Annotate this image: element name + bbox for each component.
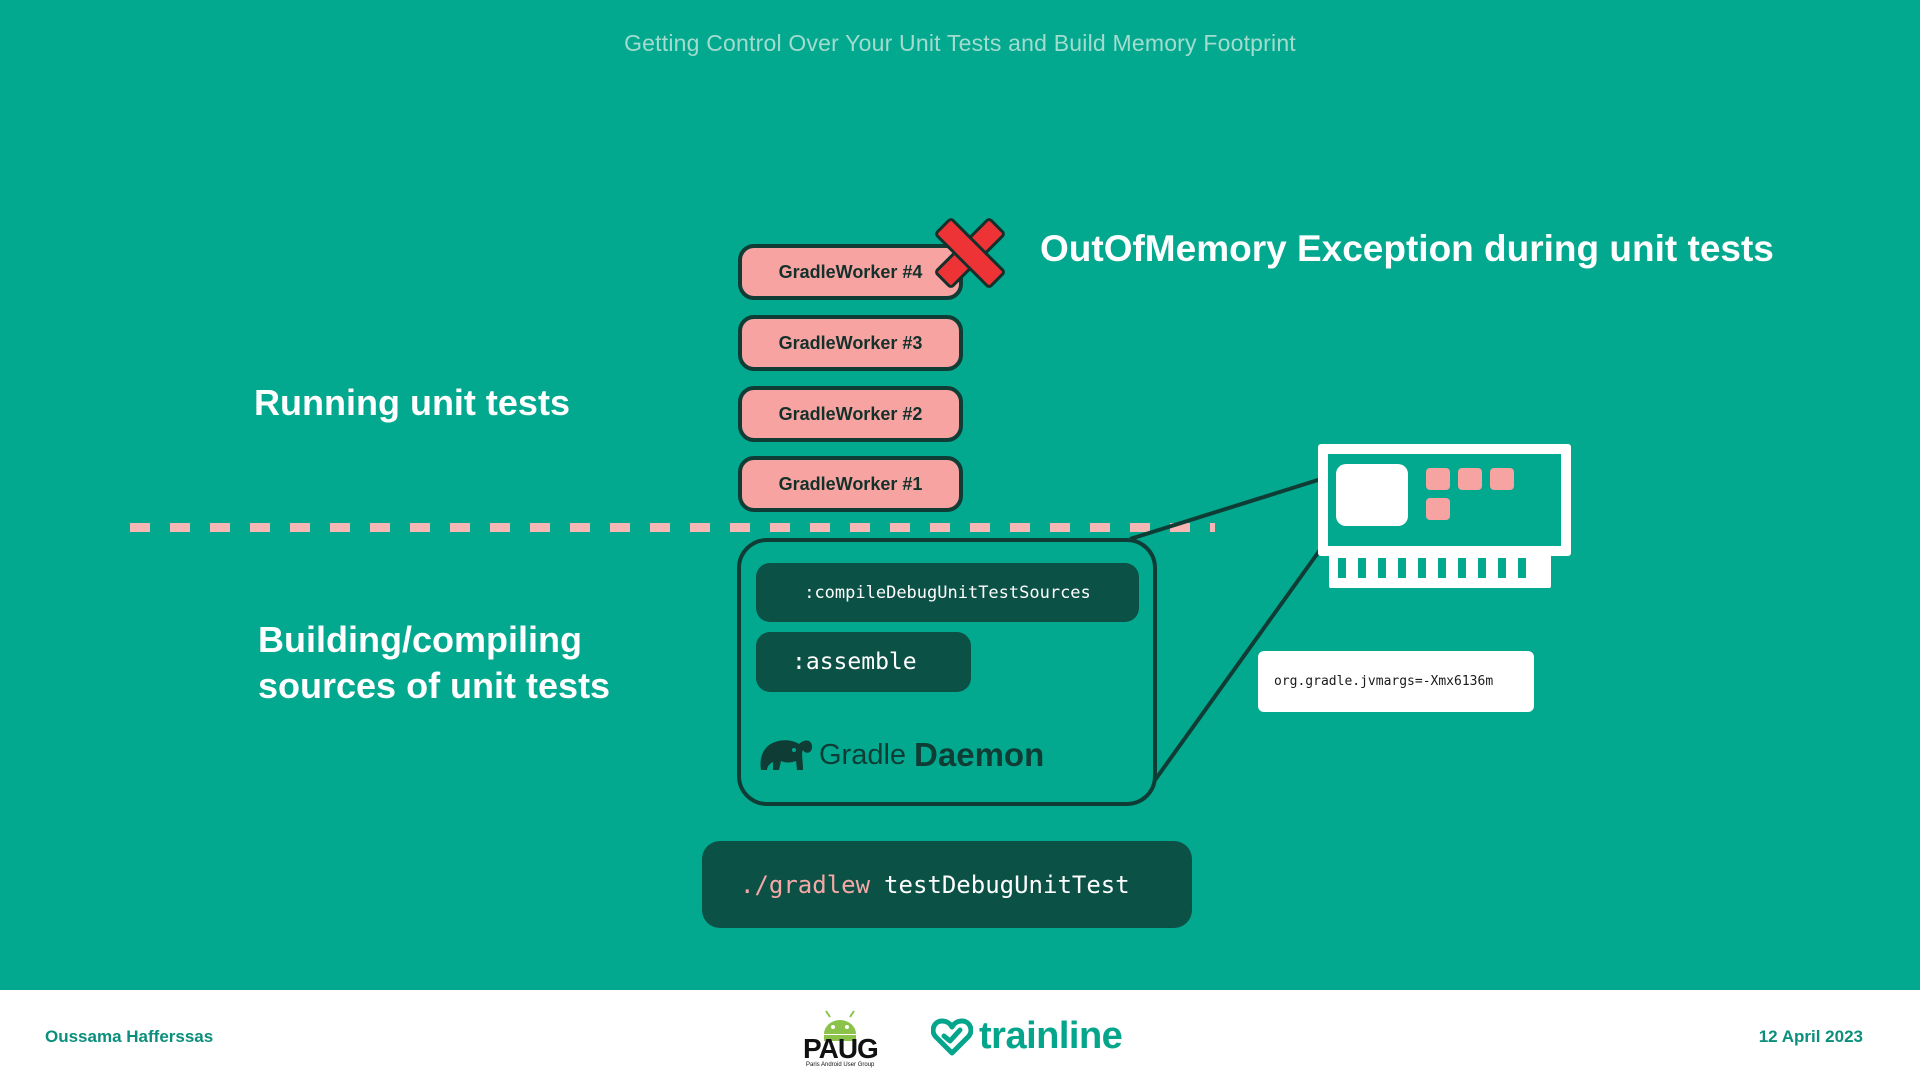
ram-chip-icon <box>1318 444 1571 588</box>
section-label-running: Running unit tests <box>254 382 570 423</box>
paug-logo-text: PAUG <box>803 1033 879 1064</box>
paug-android-icon <box>824 1010 856 1041</box>
command-prefix: ./gradlew <box>740 870 871 899</box>
gradle-worker-3: GradleWorker #3 <box>738 315 963 371</box>
presentation-date: 12 April 2023 <box>1758 1027 1863 1046</box>
gradle-daemon-box <box>737 538 1157 806</box>
trainline-heart-icon <box>931 1018 973 1055</box>
oom-exception-title: OutOfMemory Exception during unit tests <box>1040 228 1774 269</box>
task-compile-debug-unit-test-sources: :compileDebugUnitTestSources <box>756 563 1139 622</box>
daemon-logo-text: Daemon <box>914 736 1045 773</box>
gradle-elephant-icon <box>760 740 813 770</box>
command-args: testDebugUnitTest <box>884 870 1130 899</box>
gradle-logo-text: Gradle <box>819 739 907 771</box>
footer-bar <box>0 990 1920 1080</box>
gradle-worker-2: GradleWorker #2 <box>738 386 963 442</box>
section-label-building-line2: sources of unit tests <box>258 665 611 706</box>
gradlew-command: ./gradlew testDebugUnitTest <box>702 841 1192 928</box>
slide-title: Getting Control Over Your Unit Tests and… <box>624 30 1296 56</box>
trainline-logo: trainline <box>931 1015 1123 1058</box>
section-label-building-line1: Building/compiling <box>258 619 582 660</box>
failure-x-icon <box>935 218 1005 288</box>
gradle-daemon-logo: Gradle Daemon <box>757 730 1044 772</box>
paug-logo-subtext: Paris Android User Group <box>806 1062 875 1068</box>
gradle-worker-4: GradleWorker #4 <box>738 244 963 300</box>
trainline-logo-text: trainline <box>979 1015 1123 1057</box>
memory-divider-line <box>130 523 1215 532</box>
task-assemble: :assemble <box>756 632 971 692</box>
presenter-name: Oussama Hafferssas <box>45 1027 214 1046</box>
section-label-building: Building/compiling sources of unit tests <box>258 617 610 709</box>
jvm-args-label: org.gradle.jvmargs=-Xmx6136m <box>1258 651 1534 712</box>
gradle-worker-1: GradleWorker #1 <box>738 456 963 512</box>
